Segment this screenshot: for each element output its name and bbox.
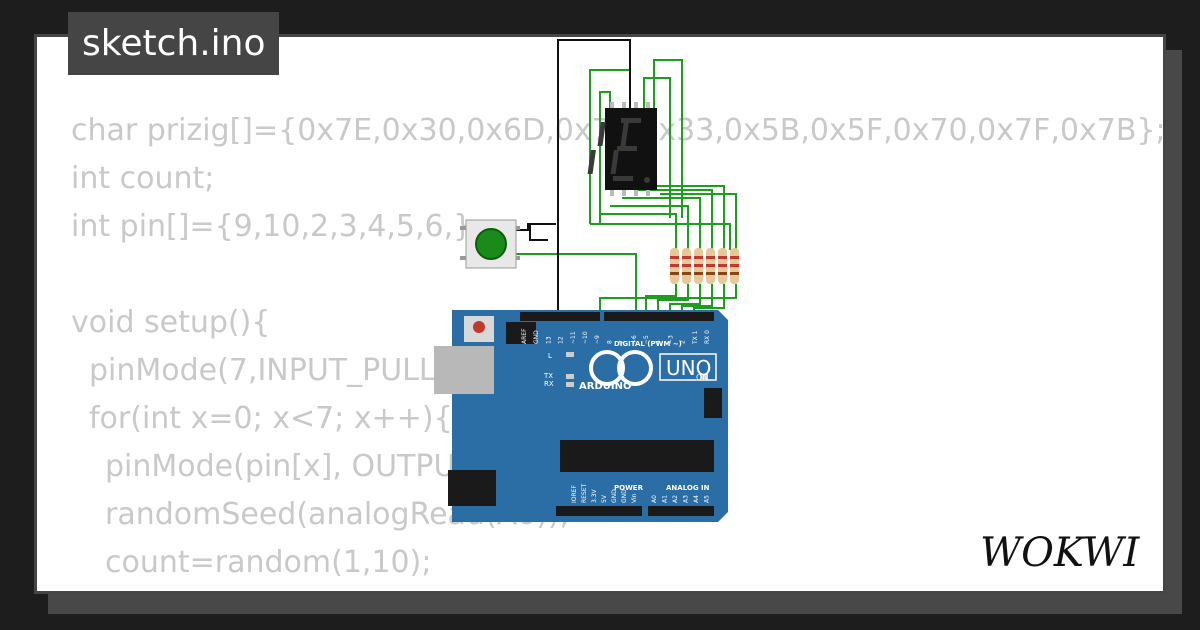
code-line: count=random(1,10); (105, 545, 432, 580)
led-rx-label: RX (544, 380, 554, 388)
analog-header (648, 506, 714, 516)
pin-label: A4 (693, 495, 700, 503)
pin-label: Vin (631, 493, 638, 503)
pin-label: ~3 (667, 335, 674, 344)
power-header-label: POWER (614, 484, 644, 492)
button-cap[interactable] (475, 228, 507, 260)
power-header (556, 506, 642, 516)
green-wires (516, 59, 737, 312)
pin-label: ~5 (643, 335, 650, 344)
pin-label: AREF (521, 328, 528, 344)
header-left (520, 312, 600, 321)
power-jack (448, 470, 496, 506)
pin-label: 8 (606, 340, 613, 344)
seven-segment-display (587, 102, 657, 196)
pin-label: A1 (662, 495, 669, 503)
arduino-infinity-logo (589, 350, 625, 386)
arduino-uno-board (434, 310, 728, 522)
wokwi-logo: WOKWI (980, 530, 1140, 576)
resistor (682, 248, 691, 284)
digital-header-label: DIGITAL (PWM ~) (614, 340, 682, 348)
pin-label: A3 (683, 495, 690, 503)
pin-label: 12 (558, 336, 565, 344)
resistor (718, 248, 727, 284)
pin-label: A0 (651, 495, 658, 503)
pin-label: RX 0 (704, 330, 711, 344)
resistor (694, 248, 703, 284)
pin-label: IOREF (571, 485, 578, 503)
analog-header-label: ANALOG IN (666, 484, 710, 492)
black-wires (516, 39, 631, 312)
pin-label: ~6 (631, 335, 638, 344)
atmega-chip (560, 440, 714, 472)
pin-label: 3.3V (591, 488, 598, 503)
led-tx-label: TX (543, 372, 553, 380)
pin-label: ~11 (570, 331, 577, 344)
code-line: int count; (71, 161, 215, 196)
pin-label: GND (533, 330, 540, 344)
board-model-label: UNO (666, 356, 711, 380)
pin-label: A2 (672, 495, 679, 503)
pin-label: GND (621, 489, 628, 503)
resistor-array (670, 248, 739, 284)
code-line: int pin[]={9,10,2,3,4,5,6,}; (71, 209, 483, 244)
svg-text:WOKWI: WOKWI (980, 530, 1140, 576)
pin-label: 2 (680, 340, 687, 344)
on-led-label: ON (696, 373, 708, 382)
code-line: void setup(){ (71, 305, 271, 340)
resistor (670, 248, 679, 284)
sketch-filename: sketch.ino (68, 12, 280, 75)
pin-label: GND (611, 489, 618, 503)
pin-label: A5 (704, 495, 711, 503)
resistor (706, 248, 715, 284)
board-brand-label: ARDUINO (579, 381, 631, 392)
board-labels: UNO ARDUINO DIGITAL (PWM ~) ON L TX RX P… (521, 328, 711, 503)
pin-label: 4 (655, 340, 662, 344)
led-l-label: L (548, 352, 552, 360)
pin-label: ~9 (594, 335, 601, 344)
segments (587, 118, 650, 183)
header-right (604, 312, 714, 321)
pushbutton[interactable] (460, 219, 520, 269)
pin-label: ~10 (582, 331, 589, 344)
code-line: pinMode(7,INPUT_PULLUP); (89, 353, 496, 388)
pin-label: 13 (545, 336, 552, 344)
pin-label: RESET (581, 483, 588, 503)
reset-button[interactable] (473, 321, 485, 333)
pin-label: 5V (601, 494, 608, 503)
code-line: for(int x=0; x<7; x++){ (89, 401, 453, 436)
code-preview: char prizig[]={0x7E,0x30,0x6D,0x79,0x33,… (71, 107, 1163, 591)
pin-label: 7 (619, 340, 626, 344)
usb-connector (434, 346, 494, 394)
resistor (730, 248, 739, 284)
pin-label: TX 1 (692, 330, 699, 345)
